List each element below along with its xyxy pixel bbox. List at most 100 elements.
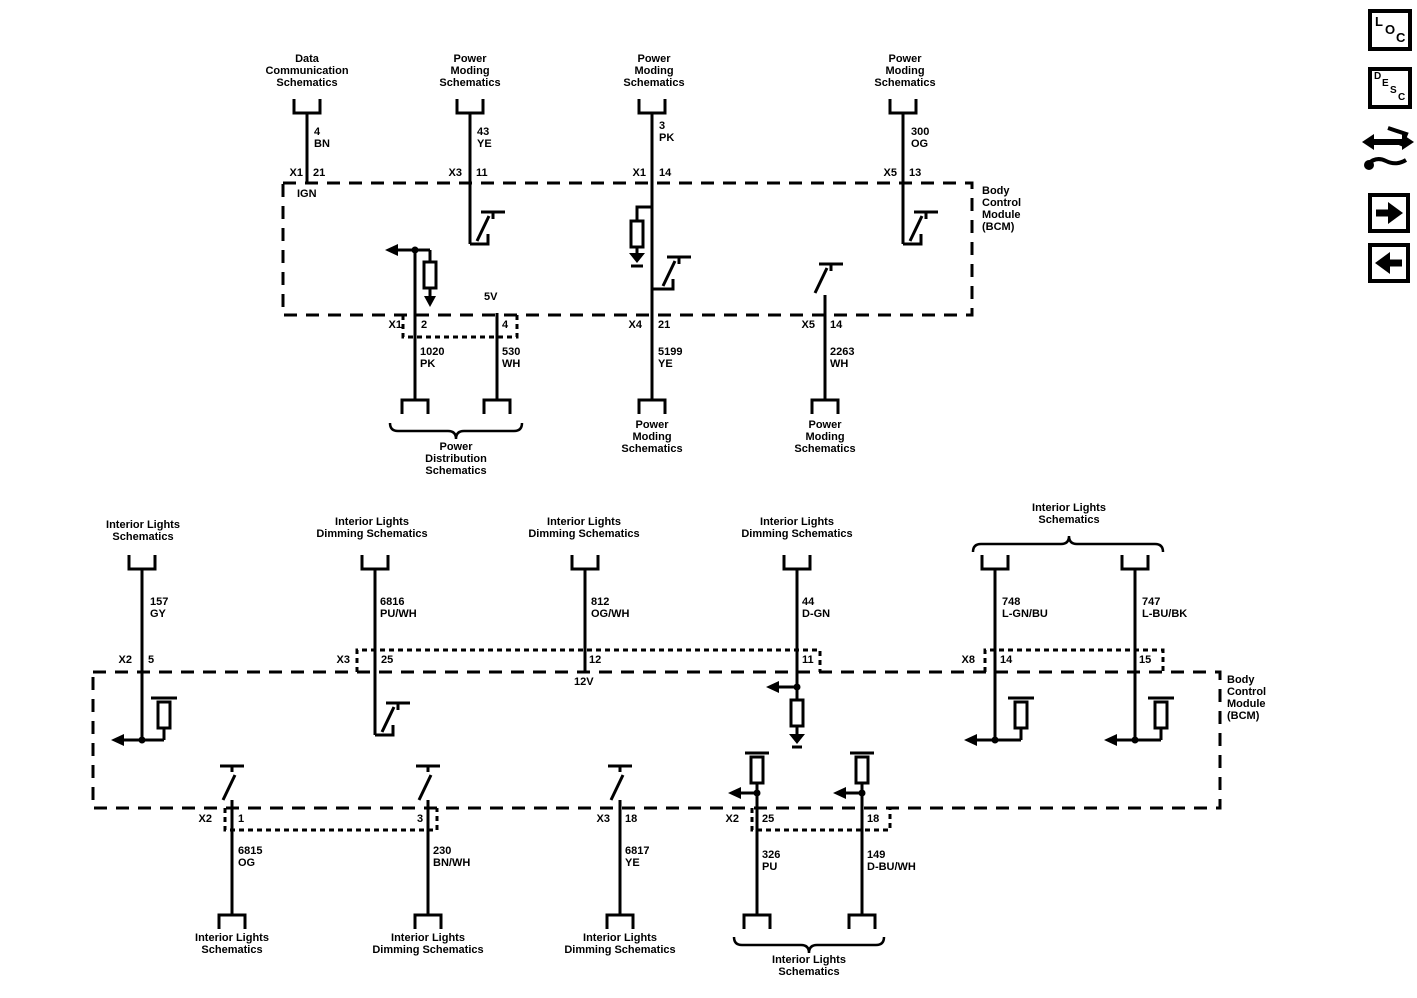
- forward-arrow-icon: [1376, 202, 1403, 224]
- circuit-number: 300: [911, 126, 930, 138]
- pin-number: 21: [313, 167, 326, 179]
- ref-power-moding-out-2[interactable]: Power Moding Schematics: [794, 419, 856, 455]
- ref-interior-lights-out-1[interactable]: Interior Lights Schematics: [195, 932, 269, 956]
- circuit-number: 43: [477, 126, 490, 138]
- ref-il-dimming-1[interactable]: Interior Lights Dimming Schematics: [316, 516, 428, 540]
- pin-number: 1: [238, 813, 245, 825]
- ref-power-moding-3[interactable]: Power Moding Schematics: [874, 53, 936, 89]
- wire-color: GY: [150, 608, 166, 620]
- wire-color: L-GN/BU: [1002, 608, 1048, 620]
- wire-color: D-BU/WH: [867, 861, 916, 873]
- bottom-bcm-internals: [124, 672, 1174, 808]
- pin-number: 21: [658, 319, 671, 331]
- ref-il-dimming-out-2[interactable]: Interior Lights Dimming Schematics: [564, 932, 676, 956]
- forward-button[interactable]: [1368, 193, 1410, 233]
- ref-interior-lights-2[interactable]: Interior Lights Schematics: [1032, 502, 1106, 526]
- wire-color: YE: [625, 857, 640, 869]
- bcm-module-label-top: Body Control Module (BCM): [982, 185, 1022, 233]
- circuit-number: 4: [314, 126, 321, 138]
- wire-color: L-BU/BK: [1142, 608, 1188, 620]
- circuit-number: 149: [867, 849, 886, 861]
- desc-letter: C: [1398, 92, 1406, 103]
- ref-data-communication[interactable]: Data Communication Schematics: [265, 53, 349, 89]
- circuit-number: 157: [150, 596, 169, 608]
- wire-label: 748 L-GN/BU: [1002, 596, 1048, 620]
- bottom-bcm-box: [91, 670, 1222, 810]
- ref-interior-lights-out-2[interactable]: Interior Lights Schematics: [772, 954, 846, 978]
- desc-letter: S: [1390, 85, 1397, 96]
- ref-il-dimming-3[interactable]: Interior Lights Dimming Schematics: [741, 516, 853, 540]
- wire-label: 6816 PU/WH: [380, 596, 417, 620]
- circuit-number: 6816: [380, 596, 405, 608]
- circuit-number: 6815: [238, 845, 263, 857]
- pin-number: 11: [802, 654, 814, 666]
- wire-label: 43 YE: [477, 126, 492, 150]
- connector-id: X8: [961, 654, 975, 666]
- wire-label: 44 D-GN: [802, 596, 830, 620]
- circuit-number: 3: [659, 120, 666, 132]
- pin-number: 14: [1000, 654, 1013, 666]
- desc-letter: E: [1382, 78, 1389, 89]
- wire-color: BN/WH: [433, 857, 471, 869]
- ref-power-moding-out-1[interactable]: Power Moding Schematics: [621, 419, 683, 455]
- circuit-number: 44: [802, 596, 815, 608]
- desc-letter: D: [1374, 71, 1382, 82]
- wire-label: 326 PU: [762, 849, 780, 873]
- pin-number: 5: [148, 654, 155, 666]
- circuit-number: 812: [591, 596, 610, 608]
- ref-interior-lights-1[interactable]: Interior Lights Schematics: [106, 519, 180, 543]
- connector-id: X2: [118, 654, 132, 666]
- bcm-module-label-bottom: Body Control Module (BCM): [1227, 674, 1267, 722]
- back-button[interactable]: [1368, 243, 1410, 283]
- ref-power-moding-1[interactable]: Power Moding Schematics: [439, 53, 501, 89]
- wire-color: D-GN: [802, 608, 831, 620]
- wire-label: 3 PK: [659, 120, 674, 144]
- pin-number: 2: [421, 319, 428, 331]
- wire-label: 149 D-BU/WH: [867, 849, 916, 873]
- voltage-note: 5V: [484, 291, 498, 303]
- arrowheads-and-junctions: [111, 244, 1139, 799]
- wire-color: PU/WH: [380, 608, 417, 620]
- wire-label: 300 OG: [911, 126, 929, 150]
- ref-il-dimming-out-1[interactable]: Interior Lights Dimming Schematics: [372, 932, 484, 956]
- ref-power-moding-2[interactable]: Power Moding Schematics: [623, 53, 685, 89]
- pin-number: 11: [476, 167, 488, 179]
- circuit-number: 748: [1002, 596, 1021, 608]
- pin-number: 18: [867, 813, 880, 825]
- connector-id: X5: [883, 167, 897, 179]
- wire-label: 812 OG/WH: [591, 596, 630, 620]
- wire-label: 530 WH: [502, 346, 520, 370]
- desc-button[interactable]: D E S C: [1368, 67, 1412, 109]
- pin-number: 12: [589, 654, 602, 666]
- circuit-number: 1020: [420, 346, 445, 358]
- connector-id: X3: [596, 813, 610, 825]
- wire-color: YE: [477, 138, 492, 150]
- pin-number: 13: [909, 167, 922, 179]
- wire-color: BN: [314, 138, 330, 150]
- connector-id: X2: [725, 813, 739, 825]
- connector-id: X3: [336, 654, 350, 666]
- top-connector-box: [401, 315, 519, 339]
- circuit-number: 5199: [658, 346, 683, 358]
- loc-button[interactable]: L O C: [1368, 9, 1412, 51]
- circuit-number: 6817: [625, 845, 650, 857]
- signal-name: IGN: [297, 188, 317, 200]
- wire-jump-icon[interactable]: [1358, 120, 1417, 178]
- circuit-number: 230: [433, 845, 452, 857]
- wire-color: OG: [238, 857, 256, 869]
- connector-id: X1: [289, 167, 303, 179]
- pin-number: 25: [381, 654, 394, 666]
- wire-label: 4 BN: [314, 126, 330, 150]
- wire-color: YE: [658, 358, 673, 370]
- top-output-wires: [388, 313, 840, 440]
- pin-number: 15: [1139, 654, 1152, 666]
- ref-power-distribution[interactable]: Power Distribution Schematics: [425, 441, 487, 477]
- wire-color: PK: [659, 132, 675, 144]
- circuit-number: 530: [502, 346, 521, 358]
- wire-color: PK: [420, 358, 436, 370]
- ref-il-dimming-2[interactable]: Interior Lights Dimming Schematics: [528, 516, 640, 540]
- loc-letter: O: [1385, 22, 1396, 37]
- voltage-note: 12V: [574, 676, 594, 688]
